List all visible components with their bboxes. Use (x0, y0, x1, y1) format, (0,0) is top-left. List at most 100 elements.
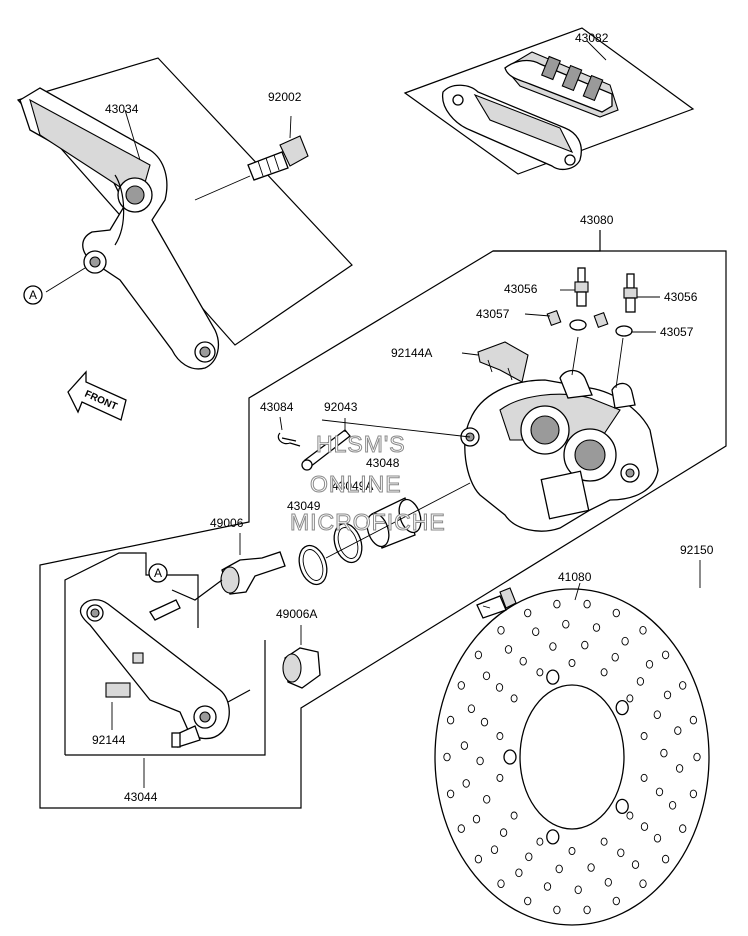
disc-vent-hole (524, 896, 532, 906)
disc-vent-hole (600, 837, 608, 846)
disc-vent-hole (482, 671, 491, 681)
bleeder-valve-right (623, 273, 638, 313)
disc-vent-hole (568, 846, 576, 856)
bolt-92002 (194, 115, 309, 201)
part-label-49006A: 49006A (276, 607, 317, 621)
bleeder-cap-left (546, 309, 587, 331)
disc-vent-hole (640, 732, 648, 741)
disc-vent-hole (515, 868, 523, 878)
caliper-assembly-box (39, 230, 727, 809)
disc-vent-hole (663, 690, 672, 700)
part-label-41080: 41080 (558, 570, 592, 584)
disc-vent-hole (549, 642, 557, 651)
disc-vent-hole (536, 837, 544, 846)
disc-vent-hole (621, 636, 629, 646)
bleeder-cap-right (593, 311, 633, 337)
disc-vent-hole (645, 660, 654, 669)
disc-vent-hole (674, 726, 682, 735)
disc-vent-hole (612, 896, 620, 906)
disc-vent-hole (457, 681, 465, 690)
part-label-43057-left: 43057 (476, 307, 510, 321)
part-label-43057-right: 43057 (660, 325, 694, 339)
disc-mount-hole (503, 749, 517, 765)
disc-vent-hole (675, 764, 684, 773)
disc-vent-hole (660, 748, 668, 758)
reference-mark-a-bottom: A (148, 563, 168, 583)
disc-vent-hole (474, 650, 483, 660)
reference-mark-a-top-label: A (29, 288, 37, 302)
boot-49006A (282, 625, 321, 689)
disc-vent-hole (474, 854, 483, 864)
disc-vent-hole (562, 619, 570, 629)
part-label-49006: 49006 (210, 516, 244, 530)
disc-mount-hole (615, 798, 629, 815)
disc-vent-hole (462, 779, 470, 788)
part-label-43048: 43048 (366, 456, 400, 470)
disc-vent-hole (661, 854, 670, 864)
disc-vent-hole (679, 681, 687, 690)
disc-vent-hole (655, 787, 664, 797)
disc-vent-hole (568, 658, 576, 668)
disc-vent-hole (553, 905, 561, 915)
part-label-92144A: 92144A (391, 346, 432, 360)
disc-vent-hole (446, 715, 455, 725)
disc-vent-hole (689, 715, 698, 725)
pin-clip-43084 (277, 432, 301, 447)
disc-vent-hole (467, 704, 476, 713)
disc-vent-hole (499, 828, 508, 837)
disc-vent-hole (525, 852, 533, 862)
disc-vent-hole (631, 860, 640, 869)
mounting-bracket-box (64, 552, 266, 756)
disc-vent-hole (472, 814, 481, 824)
disc-vent-hole (639, 626, 647, 635)
disc-vent-hole (480, 717, 489, 727)
disc-vent-hole (626, 811, 634, 820)
disc-vent-hole (592, 623, 601, 632)
caliper-bracket-43034 (16, 57, 353, 370)
part-label-43080: 43080 (580, 213, 614, 227)
part-label-43044: 43044 (124, 790, 158, 804)
disc-vent-hole (626, 694, 634, 703)
reference-mark-a-top: A (23, 285, 43, 305)
part-label-92002: 92002 (268, 90, 302, 104)
disc-vent-hole (583, 599, 591, 609)
disc-vent-hole (443, 752, 451, 762)
disc-vent-hole (555, 864, 563, 874)
disc-vent-hole (581, 640, 589, 650)
disc-mount-hole (546, 669, 560, 685)
disc-vent-hole (611, 652, 619, 662)
disc-vent-hole (446, 789, 455, 799)
watermark-line-1: HLSM'S (316, 431, 406, 457)
disc-vent-hole (661, 650, 670, 660)
disc-vent-hole (600, 668, 608, 677)
disc-vent-hole (524, 608, 532, 618)
disc-vent-hole (668, 801, 677, 810)
part-label-43056-left: 43056 (504, 282, 538, 296)
disc-vent-hole (476, 756, 484, 766)
part-label-92144: 92144 (92, 733, 126, 747)
disc-vent-hole (693, 752, 701, 762)
disc-vent-hole (490, 845, 499, 854)
disc-vent-hole (653, 710, 661, 719)
disc-vent-hole (504, 645, 513, 654)
part-label-43082: 43082 (575, 31, 609, 45)
disc-mount-hole (615, 699, 629, 716)
piston-seal-43049A (333, 522, 363, 564)
brake-disc-41080 (434, 588, 710, 926)
disc-vent-hole (495, 683, 504, 692)
disc-vent-hole (612, 608, 620, 618)
watermark-line-3: MICROFICHE (290, 509, 446, 535)
mounting-bracket-43044 (79, 579, 251, 748)
bolt-92150 (476, 560, 701, 619)
front-arrow: FRONT (67, 370, 127, 421)
pad-pin-92043 (301, 418, 351, 471)
part-label-43034: 43034 (105, 102, 139, 116)
disc-vent-hole (536, 668, 544, 677)
disc-vent-hole (679, 824, 687, 833)
part-label-43049: 43049 (287, 499, 321, 513)
disc-vent-hole (689, 789, 698, 799)
disc-vent-hole (640, 822, 649, 831)
part-label-92150: 92150 (680, 543, 714, 557)
disc-vent-hole (604, 878, 612, 887)
